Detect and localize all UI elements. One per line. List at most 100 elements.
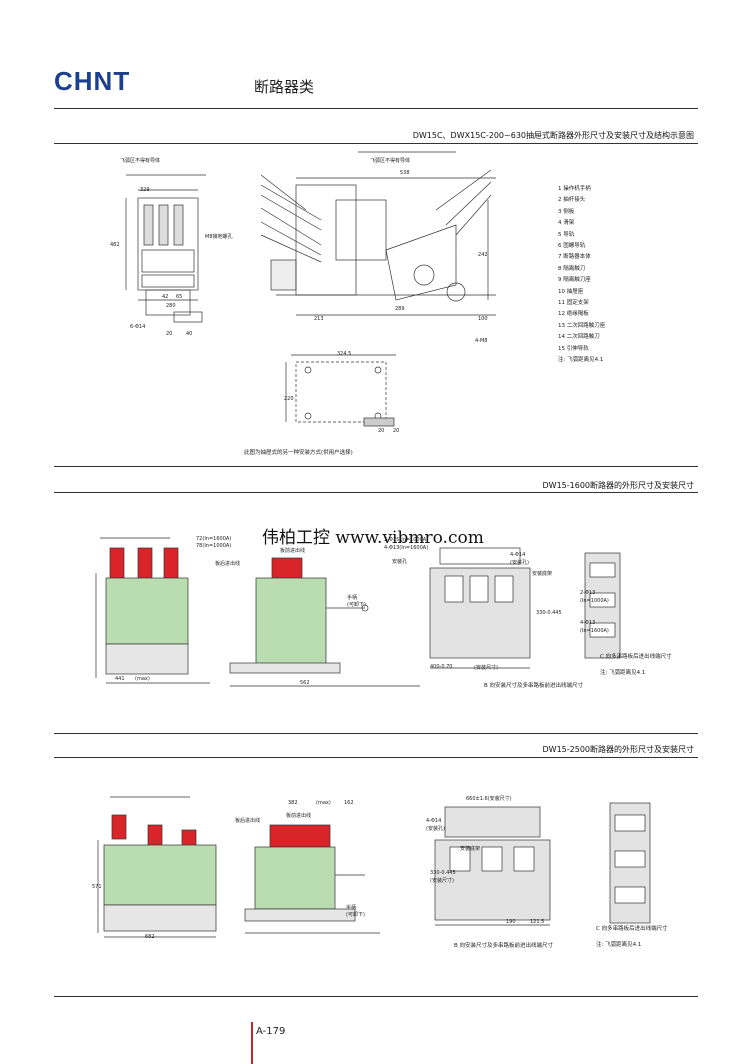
- s1-label: 220: [284, 396, 294, 402]
- s3-label: 板后进出线: [235, 818, 261, 824]
- s3-label: 4-Φ14: [426, 818, 442, 824]
- legend-item: 1 操作机手柄: [558, 186, 591, 192]
- s2-label: 安装孔: [392, 559, 408, 565]
- s2-label: (安装尺寸): [474, 665, 498, 671]
- legend-item: 5 导轨: [558, 231, 575, 238]
- legend-item: 9 隔离触刀座: [558, 277, 591, 284]
- s2-label: 2-Φ13: [580, 590, 596, 596]
- s3-label: 121.5: [530, 919, 545, 925]
- s1-label: 飞弧区不得有导体: [120, 158, 161, 164]
- legend-item: 8 隔离触刀: [558, 265, 586, 272]
- header-rule: [54, 108, 698, 109]
- s2-label: (可卸下): [347, 602, 366, 608]
- s1-label: 324.5: [337, 351, 352, 357]
- section3-title: DW15-2500断路器的外形尺寸及安装尺寸: [542, 745, 695, 754]
- category-title: 断路器类: [254, 78, 315, 96]
- s1-label: 40: [186, 331, 193, 337]
- page-number-rule: [251, 1022, 253, 1064]
- legend-item: 7 断路器本体: [558, 254, 591, 261]
- s3-label: 手柄: [346, 905, 357, 911]
- legend-item: 10 抽屉座: [558, 288, 584, 295]
- legend-item: 2 抽杆接头: [558, 197, 586, 204]
- s1-label: 6-Φ14: [130, 324, 146, 330]
- s2-label: 板后进出线: [215, 561, 241, 567]
- legend-item: 11 固定支架: [558, 300, 589, 307]
- s2-label: 72(In=1600A): [196, 536, 232, 542]
- s2-label: 330-0.445: [536, 610, 562, 616]
- s2-label: 安装底架: [532, 571, 553, 577]
- s1-label: 289: [395, 306, 405, 312]
- s1-label: 20: [393, 428, 400, 434]
- s2-label: (max): [135, 676, 150, 682]
- s1-label: 20: [378, 428, 385, 434]
- s2-label: (In=1600A): [580, 628, 609, 634]
- section2-caption-c: C 向多串路板后进出线端尺寸: [600, 654, 672, 660]
- s1-label: 飞弧区不得有导体: [370, 158, 411, 164]
- s3-label: (安装尺寸): [430, 878, 454, 884]
- legend-item: 14 二次回路触刀: [558, 334, 600, 341]
- s1-label: 280: [166, 303, 176, 309]
- s2-label: 手柄: [347, 595, 358, 601]
- section1-drawings: [125, 151, 496, 427]
- section3-note: 注: 飞弧距离见4.1: [596, 942, 642, 948]
- section1-caption: 此图为抽屉式的另一种安装方式(供用户选择): [244, 450, 353, 456]
- watermark: 伟柏工控 www.vibmro.com: [262, 528, 484, 548]
- section1-title: DW15C、DWX15C-200~630抽屉式断路器外形尺寸及安装尺寸及结构示意…: [412, 131, 694, 140]
- s1-label: 4-M8: [475, 338, 488, 344]
- s1-label: 100: [478, 316, 488, 322]
- section2-drawings: [95, 537, 621, 687]
- s3-label: 571: [92, 884, 102, 890]
- legend-item: 15 引伸导轨: [558, 345, 589, 352]
- section2-bottom-rule: [54, 733, 698, 734]
- s2-label: 4-Φ14: [510, 552, 526, 558]
- section3-caption-b: B 向安装尺寸及多串路板前进出线端尺寸: [454, 943, 554, 949]
- s2-label: (In=1000A): [580, 598, 609, 604]
- section3-bottom-rule: [54, 996, 698, 997]
- s1-label: 42: [162, 294, 169, 300]
- s2-label: 400-0.70: [430, 664, 453, 670]
- s3-label: 382: [288, 800, 298, 806]
- s1-label: M8接地螺孔: [205, 234, 233, 240]
- section2-caption-b: B 向安装尺寸及多串路板前进出线端尺寸: [484, 683, 584, 689]
- s3-label: (max): [316, 800, 331, 806]
- legend-item: 注: 飞弧距离见4.1: [558, 357, 604, 364]
- s2-label: 2-Φ15(In=1000A): [384, 537, 429, 543]
- s2-label: 78(In=1000A): [196, 543, 232, 549]
- s2-label: (安装孔): [510, 560, 529, 566]
- section1-bottom-rule: [54, 466, 698, 467]
- s3-label: 板前进出线: [286, 813, 312, 819]
- s3-label: (安装孔): [426, 826, 445, 832]
- s1-label: 20: [166, 331, 173, 337]
- section2-title: DW15-1600断路器的外形尺寸及安装尺寸: [542, 481, 695, 490]
- legend-item: 6 固螺导轨: [558, 243, 586, 250]
- s1-label: 538: [400, 170, 410, 176]
- s3-label: 190: [506, 919, 516, 925]
- s1-label: 213: [314, 316, 324, 322]
- s1-label: 329: [140, 187, 150, 193]
- section2-note: 注: 飞弧距离见4.1: [600, 670, 646, 676]
- s3-label: 330-0.445: [430, 870, 456, 876]
- section2-rule: [54, 492, 698, 493]
- chnt-logo: CHNT: [54, 66, 131, 96]
- s3-label: 660±1.6(安装尺寸): [466, 796, 512, 802]
- section3-caption-c: C 向多串路板后进出线端尺寸: [596, 926, 668, 932]
- s1-label: 482: [110, 242, 120, 248]
- s3-label: 安装底架: [460, 846, 481, 852]
- s2-label: 4-Φ13(In=1600A): [384, 545, 429, 551]
- s3-label: 682: [145, 934, 155, 940]
- s2-label: 板前进出线: [280, 548, 306, 554]
- s3-label: (可卸下): [346, 912, 365, 918]
- page-number: A-179: [256, 1026, 286, 1037]
- legend-item: 3 侧板: [558, 208, 575, 215]
- section3-rule: [54, 757, 698, 758]
- legend-item: 4 滑架: [558, 220, 575, 227]
- s2-label: 441: [115, 676, 125, 682]
- section1-rule: [54, 143, 698, 144]
- s1-label: 65: [176, 294, 183, 300]
- section3-drawings: [97, 796, 651, 938]
- s2-label: 4-Φ13: [580, 620, 596, 626]
- s3-label: 162: [344, 800, 354, 806]
- legend-item: 13 二次回路触刀座: [558, 322, 606, 329]
- part-legend: 1 操作机手柄 2 抽杆接头 3 侧板 4 滑架 5 导轨 6 固螺导轨 7 断…: [558, 184, 605, 367]
- s1-label: 242: [478, 252, 488, 258]
